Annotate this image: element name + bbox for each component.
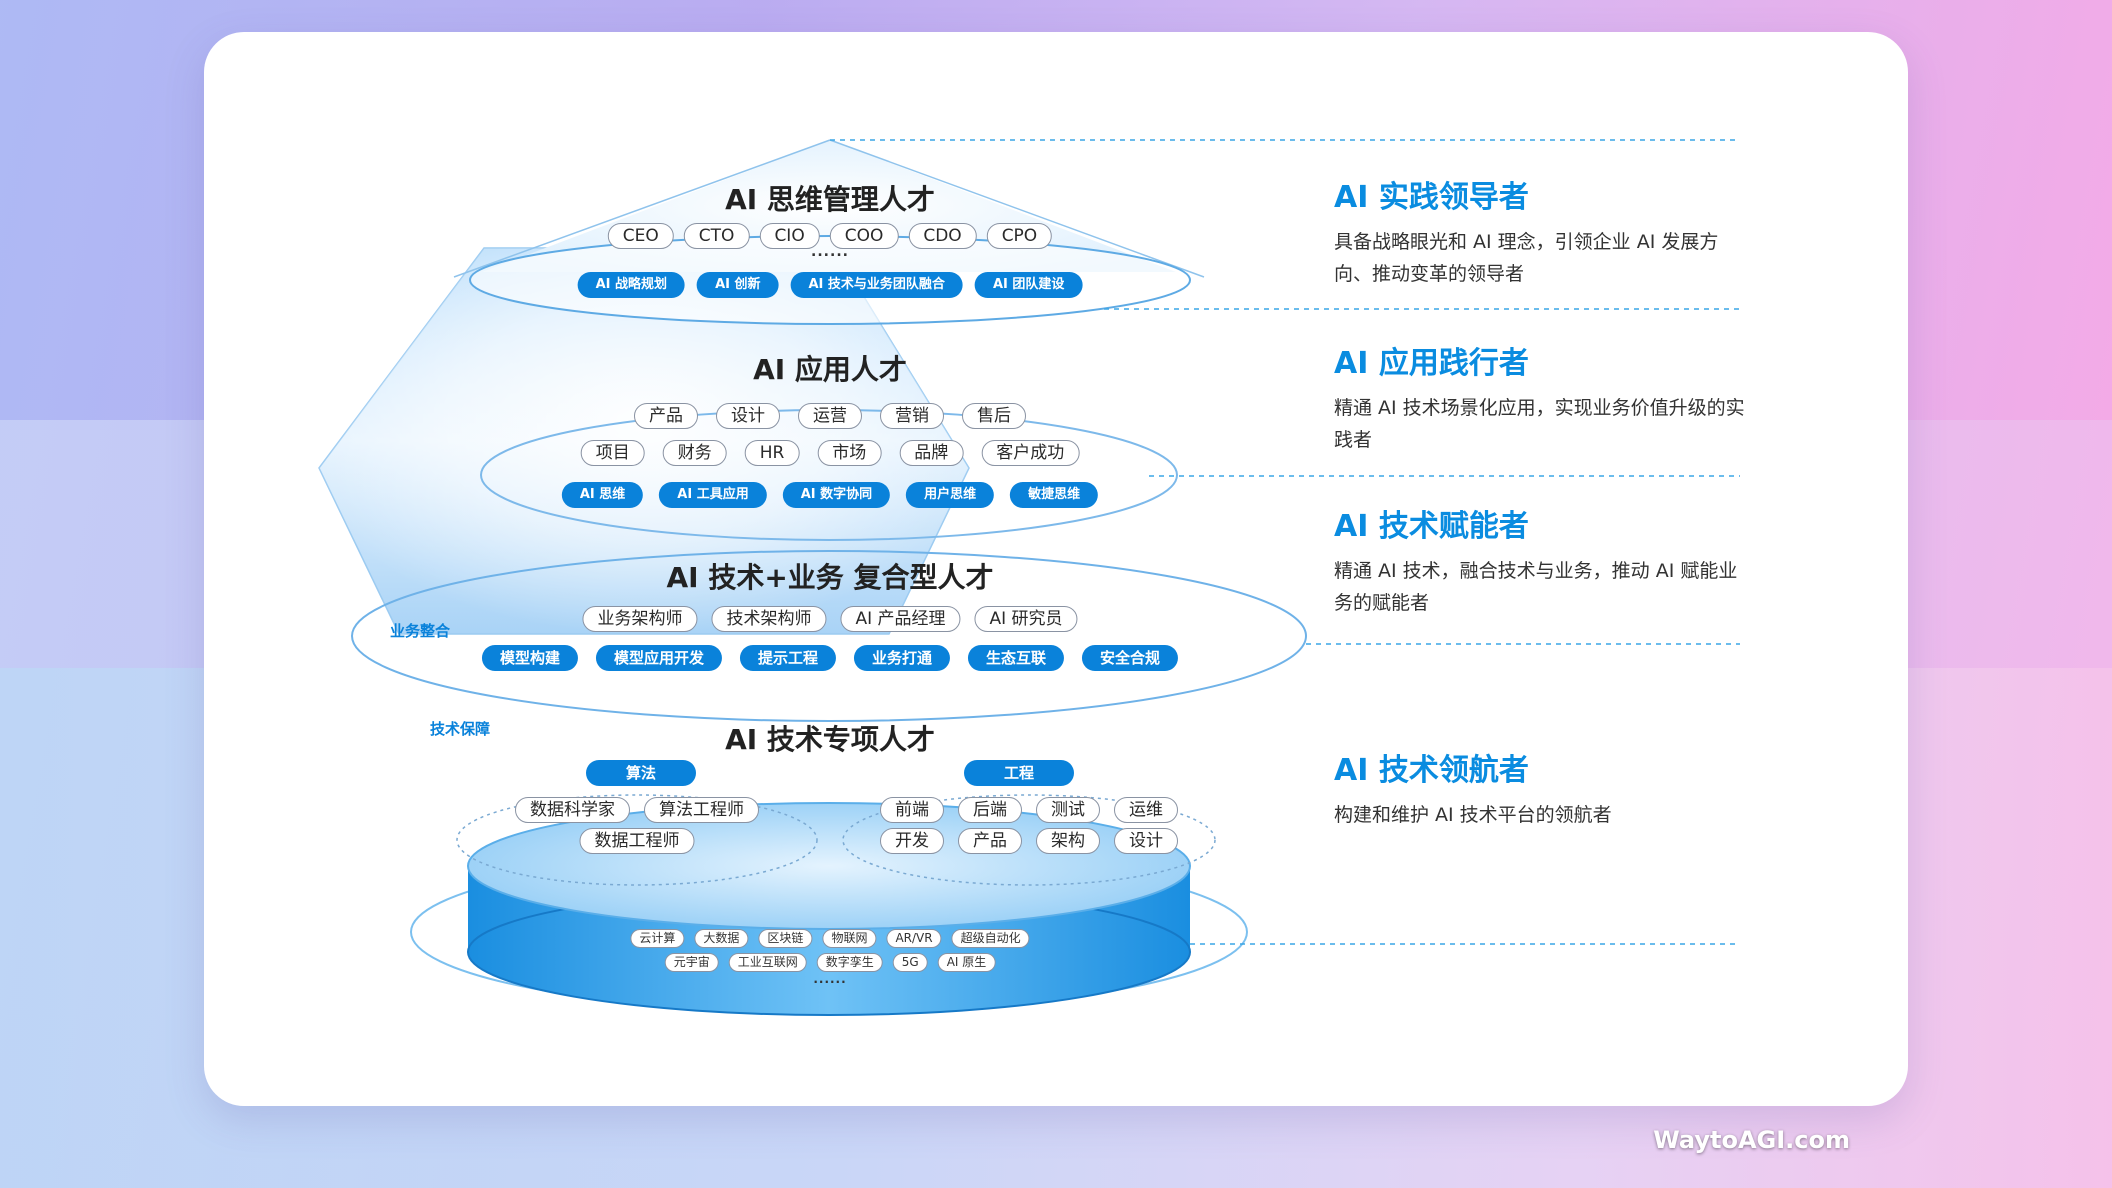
role-tag: AI 研究员 <box>974 606 1078 632</box>
top-roles-row: CEO CTO CIO COO CDO CPO <box>607 223 1053 249</box>
role-tag: CTO <box>683 223 750 249</box>
tech-support-label: 技术保障 <box>430 720 491 738</box>
role-tag: 产品 <box>634 403 698 429</box>
tech-chip: 大数据 <box>694 929 749 948</box>
tech-chip: 超级自动化 <box>951 929 1030 948</box>
description-text: 精通 AI 技术场景化应用，实现业务价值升级的实践者 <box>1334 397 1745 451</box>
role-tag: CEO <box>607 223 674 249</box>
description-enabler: AI 技术赋能者 精通 AI 技术，融合技术与业务，推动 AI 赋能业务的赋能者 <box>1334 501 1754 619</box>
skill-pill: 业务打通 <box>854 645 951 671</box>
role-tag: 测试 <box>1036 797 1100 823</box>
role-tag: 设计 <box>716 403 780 429</box>
skill-pill: AI 数字协同 <box>782 482 891 508</box>
role-tag: 项目 <box>580 440 645 466</box>
role-tag: 数据工程师 <box>579 828 695 854</box>
skill-pill: AI 创新 <box>697 272 779 298</box>
tech-chip: 区块链 <box>758 929 813 948</box>
role-tag: CPO <box>986 223 1053 249</box>
role-tag: 算法工程师 <box>644 797 759 823</box>
skill-pill: AI 团队建设 <box>974 272 1083 298</box>
tech-chip: 物联网 <box>822 929 877 948</box>
skill-pill: 提示工程 <box>739 645 836 671</box>
description-text: 具备战略眼光和 AI 理念，引领企业 AI 发展方向、推动变革的领导者 <box>1334 231 1719 285</box>
role-tag: 后端 <box>958 797 1022 823</box>
application-roles-row-2: 项目 财务 HR 市场 品牌 客户成功 <box>580 440 1080 466</box>
engineering-roles-row-2: 开发 产品 架构 设计 <box>880 828 1178 854</box>
description-title: AI 技术赋能者 <box>1334 509 1529 544</box>
role-tag: 运营 <box>798 403 862 429</box>
skill-pill: AI 技术与业务团队融合 <box>790 272 963 298</box>
tech-chip: 5G <box>892 953 928 972</box>
specialist-layer-title: AI 技术专项人才 <box>725 723 935 756</box>
role-tag: CIO <box>759 223 820 249</box>
engineering-pill: 工程 <box>964 760 1074 786</box>
top-layer-title: AI 思维管理人才 <box>725 183 935 216</box>
skill-pill: 模型应用开发 <box>595 645 722 671</box>
tech-chip: 云计算 <box>630 929 685 948</box>
top-skills-row: AI 战略规划 AI 创新 AI 技术与业务团队融合 AI 团队建设 <box>577 272 1083 298</box>
role-tag: 设计 <box>1114 828 1178 854</box>
watermark: WaytoAGI.com <box>1653 1126 1850 1154</box>
diagram-card: AI 思维管理人才 CEO CTO CIO COO CDO CPO ......… <box>204 32 1908 1106</box>
top-more-dots: ...... <box>811 244 849 260</box>
role-tag: 客户成功 <box>981 440 1080 466</box>
role-tag: 运维 <box>1114 797 1178 823</box>
role-tag: COO <box>829 223 899 249</box>
skill-pill: 用户思维 <box>906 482 995 508</box>
role-tag: 市场 <box>817 440 882 466</box>
application-skills-row: AI 思维 AI 工具应用 AI 数字协同 用户思维 敏捷思维 <box>561 482 1099 508</box>
skill-pill: 敏捷思维 <box>1010 482 1099 508</box>
skill-pill: AI 战略规划 <box>577 272 686 298</box>
role-tag: 营销 <box>880 403 944 429</box>
tech-chip: AR/VR <box>886 929 942 948</box>
tech-chip: 数字孪生 <box>816 953 883 972</box>
application-roles-row-1: 产品 设计 运营 营销 售后 <box>634 403 1026 429</box>
role-tag: 品牌 <box>899 440 964 466</box>
description-navigator: AI 技术领航者 构建和维护 AI 技术平台的领航者 <box>1334 745 1754 831</box>
hybrid-roles-row: 业务架构师 技术架构师 AI 产品经理 AI 研究员 <box>582 606 1078 632</box>
engineering-group-outline <box>842 794 1216 886</box>
base-tech-row-1: 云计算 大数据 区块链 物联网 AR/VR 超级自动化 <box>630 929 1030 948</box>
engineering-roles-row-1: 前端 后端 测试 运维 <box>880 797 1178 823</box>
hybrid-layer-ring <box>351 550 1307 722</box>
tech-chip: 元宇宙 <box>664 953 719 972</box>
algorithm-roles-row-1: 数据科学家 算法工程师 <box>515 797 759 823</box>
role-tag: 技术架构师 <box>711 606 827 632</box>
role-tag: 数据科学家 <box>515 797 630 823</box>
role-tag: CDO <box>908 223 977 249</box>
role-tag: HR <box>744 440 800 466</box>
role-tag: 财务 <box>662 440 727 466</box>
description-title: AI 技术领航者 <box>1334 753 1529 788</box>
business-integration-label: 业务整合 <box>390 622 451 640</box>
tech-chip: 工业互联网 <box>728 953 807 972</box>
role-tag: 架构 <box>1036 828 1100 854</box>
algorithm-pill: 算法 <box>586 760 696 786</box>
hybrid-skills-row: 模型构建 模型应用开发 提示工程 业务打通 生态互联 安全合规 <box>481 645 1179 671</box>
description-text: 构建和维护 AI 技术平台的领航者 <box>1334 804 1612 826</box>
role-tag: 产品 <box>958 828 1022 854</box>
skill-pill: AI 工具应用 <box>659 482 767 508</box>
description-leader: AI 实践领导者 具备战略眼光和 AI 理念，引领企业 AI 发展方向、推动变革… <box>1334 172 1754 290</box>
algorithm-roles-row-2: 数据工程师 <box>579 828 695 854</box>
skill-pill: AI 思维 <box>561 482 644 508</box>
skill-pill: 模型构建 <box>481 645 578 671</box>
description-text: 精通 AI 技术，融合技术与业务，推动 AI 赋能业务的赋能者 <box>1334 560 1738 614</box>
base-tech-row-2: 元宇宙 工业互联网 数字孪生 5G AI 原生 <box>664 953 996 972</box>
skill-pill: 安全合规 <box>1082 645 1179 671</box>
description-title: AI 应用践行者 <box>1334 346 1529 381</box>
role-tag: 开发 <box>880 828 944 854</box>
role-tag: 售后 <box>962 403 1026 429</box>
hybrid-layer-title: AI 技术+业务 复合型人才 <box>666 561 994 594</box>
leader-lines <box>830 139 1740 945</box>
algorithm-group-outline <box>456 794 818 886</box>
application-layer-title: AI 应用人才 <box>753 353 907 386</box>
skill-pill: 生态互联 <box>968 645 1065 671</box>
description-title: AI 实践领导者 <box>1334 180 1529 215</box>
base-more-dots: ...... <box>813 972 847 986</box>
tech-chip: AI 原生 <box>937 953 996 972</box>
role-tag: 业务架构师 <box>582 606 698 632</box>
description-practitioner: AI 应用践行者 精通 AI 技术场景化应用，实现业务价值升级的实践者 <box>1334 338 1754 456</box>
role-tag: 前端 <box>880 797 944 823</box>
role-tag: AI 产品经理 <box>840 606 961 632</box>
